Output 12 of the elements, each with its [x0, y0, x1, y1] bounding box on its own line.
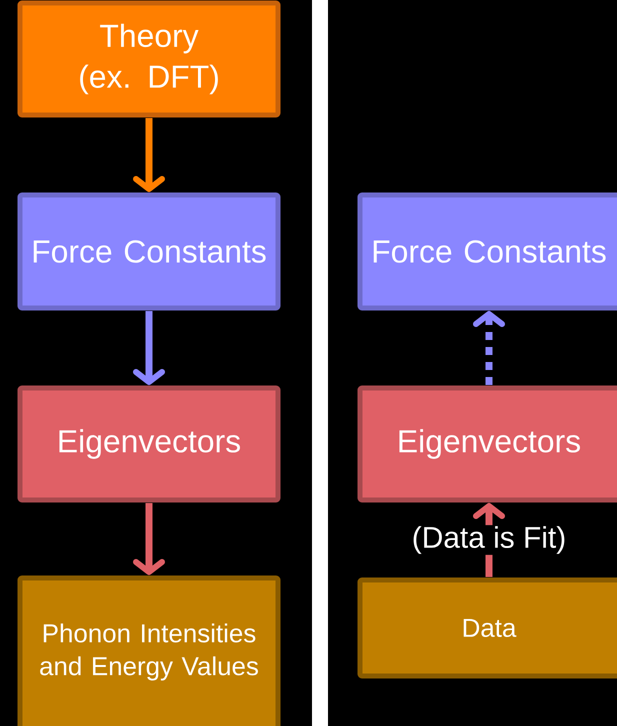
arrow [133, 503, 165, 575]
process-box: Eigenvectors [18, 386, 280, 502]
arrow [473, 311, 505, 385]
process-box: Eigenvectors [358, 386, 617, 502]
arrow [133, 118, 165, 192]
process-box: Force Constants [18, 192, 280, 310]
arrow [133, 311, 165, 385]
process-box: Data [358, 578, 617, 678]
edge-label: (Data is Fit) [414, 526, 564, 554]
process-box: Theory (ex. DFT) [18, 0, 280, 118]
process-box: Phonon Intensities and Energy Values [18, 576, 280, 726]
process-box: Force Constants [358, 192, 617, 310]
